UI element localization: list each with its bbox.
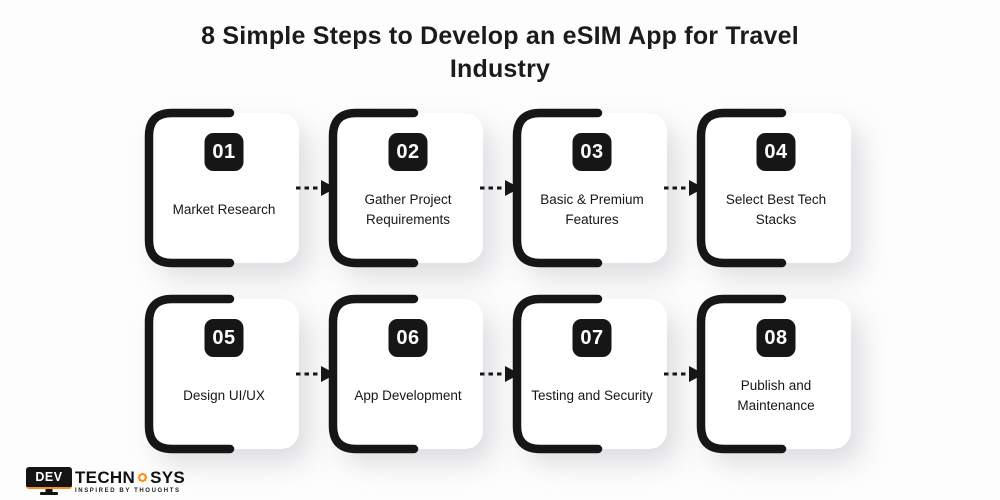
step-number: 02 (396, 140, 420, 163)
step-card-1: 01 Market Research (144, 108, 299, 268)
arrow-connector (296, 177, 336, 199)
step-card-7: 07 Testing and Security (512, 294, 667, 454)
steps-row-1: 01 Market Research 02 Gather Project Re (144, 108, 851, 268)
step-number: 05 (212, 326, 236, 349)
monitor-screen: DEV (26, 467, 72, 489)
step-number: 04 (764, 140, 788, 163)
step-card-5: 05 Design UI/UX (144, 294, 299, 454)
arrow-connector (296, 363, 336, 385)
step-number: 07 (580, 326, 604, 349)
dev-technosys-logo: DEV TECHN SYS INSPIRED BY THOUGHTS (26, 467, 185, 495)
steps-row-2: 05 Design UI/UX 06 App Development (144, 294, 851, 454)
logo-name-part1: TECHN (75, 468, 136, 487)
step-label: Gather Project Requirements (364, 191, 452, 227)
step-label: Select Best Tech Stacks (725, 191, 827, 227)
step-label: App Development (354, 387, 462, 403)
step-card-3: 03 Basic & Premium Features (512, 108, 667, 268)
logo-name: TECHN SYS (75, 469, 185, 486)
gear-icon (137, 472, 148, 483)
step-number: 03 (580, 140, 604, 163)
monitor-stand (45, 489, 53, 492)
dashed-arrow-icon (664, 180, 704, 196)
step-card-2: 02 Gather Project Requirements (328, 108, 483, 268)
dashed-arrow-icon (480, 180, 520, 196)
step-number-badge: 03 (572, 133, 612, 171)
dashed-arrow-icon (480, 366, 520, 382)
step-label: Basic & Premium Features (540, 191, 644, 227)
step-label: Market Research (172, 201, 276, 217)
arrow-connector (480, 363, 520, 385)
step-number-badge: 05 (204, 319, 244, 357)
logo-dev-text: DEV (35, 470, 63, 484)
dashed-arrow-icon (664, 366, 704, 382)
step-label: Testing and Security (531, 387, 653, 403)
logo-name-part2: SYS (150, 468, 185, 487)
step-number-badge: 01 (204, 133, 244, 171)
dashed-arrow-icon (296, 366, 336, 382)
steps-grid: 01 Market Research 02 Gather Project Re (144, 108, 851, 454)
dashed-arrow-icon (296, 180, 336, 196)
arrow-connector (664, 177, 704, 199)
step-number-badge: 04 (756, 133, 796, 171)
step-number-badge: 02 (388, 133, 428, 171)
step-number-badge: 06 (388, 319, 428, 357)
monitor-icon: DEV (26, 467, 72, 495)
page-title-line1: 8 Simple Steps to Develop an eSIM App fo… (201, 22, 799, 50)
page-title-line2: Industry (449, 54, 551, 83)
step-number: 06 (396, 326, 420, 349)
step-number: 08 (764, 326, 788, 349)
step-number-badge: 08 (756, 319, 796, 357)
logo-tagline: INSPIRED BY THOUGHTS (75, 488, 181, 494)
step-card-4: 04 Select Best Tech Stacks (696, 108, 851, 268)
step-number-badge: 07 (572, 319, 612, 357)
logo-text: TECHN SYS INSPIRED BY THOUGHTS (75, 467, 185, 494)
step-card-6: 06 App Development (328, 294, 483, 454)
monitor-base (40, 492, 58, 495)
step-number: 01 (212, 140, 236, 163)
step-label: Publish and Maintenance (737, 377, 815, 413)
step-card-8: 08 Publish and Maintenance (696, 294, 851, 454)
page-title: 8 Simple Steps to Develop an eSIM App fo… (0, 0, 1000, 85)
arrow-connector (480, 177, 520, 199)
step-label: Design UI/UX (183, 387, 265, 403)
arrow-connector (664, 363, 704, 385)
